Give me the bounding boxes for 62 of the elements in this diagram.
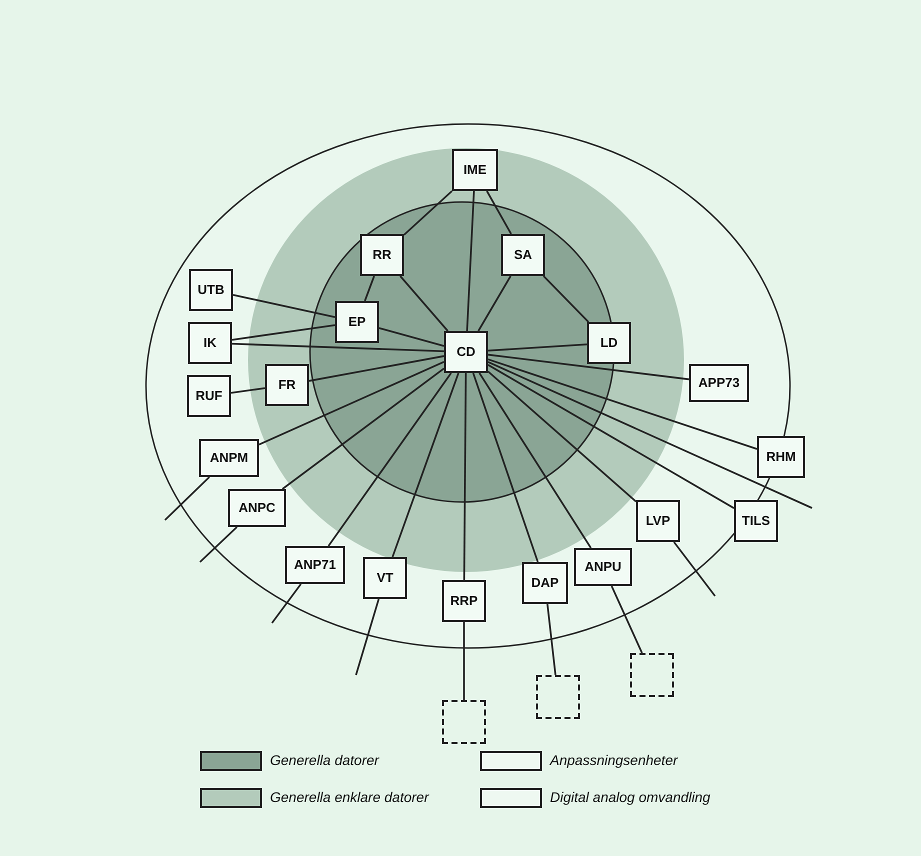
connector-line — [488, 354, 690, 380]
legend-text: Anpassningsenheter — [550, 751, 678, 770]
legend-text: Generella datorer — [270, 751, 379, 770]
unit-box: FR — [265, 364, 309, 406]
unit-box: LVP — [636, 500, 680, 542]
connector-line — [478, 276, 512, 332]
connector-line — [328, 372, 452, 547]
dashed-box — [442, 700, 486, 744]
unit-box: ANPU — [574, 548, 632, 586]
connector-line — [232, 342, 444, 352]
unit-box: ANPM — [199, 439, 259, 477]
connector-line — [230, 387, 266, 394]
connector-line — [232, 294, 336, 318]
connector-line — [542, 275, 590, 323]
unit-box: IME — [452, 149, 498, 191]
unit-box: CD — [444, 331, 488, 373]
connector-line — [486, 190, 512, 234]
connector-line — [488, 361, 812, 509]
unit-box: DAP — [522, 562, 568, 604]
unit-box: RHM — [757, 436, 805, 478]
connector-line — [403, 190, 453, 236]
connector-line — [258, 361, 444, 446]
connector-line — [378, 327, 444, 347]
unit-box: RR — [360, 234, 404, 276]
connector-line — [355, 598, 380, 676]
unit-box: IK — [188, 322, 232, 364]
connector-line — [488, 358, 758, 450]
connector-line — [232, 324, 336, 341]
connector-line — [392, 372, 460, 558]
connector-line — [488, 364, 734, 509]
connector-line — [364, 276, 375, 302]
dashed-box — [536, 675, 580, 719]
dashed-box — [630, 653, 674, 697]
legend-text: Generella enklare datorer — [270, 788, 429, 807]
unit-box: EP — [335, 301, 379, 343]
connector-line — [199, 526, 238, 563]
unit-box: SA — [501, 234, 545, 276]
connector-line — [488, 343, 588, 352]
unit-box: VT — [363, 557, 407, 599]
connector-line — [271, 583, 302, 624]
connector-line — [308, 355, 444, 382]
legend-text: Digital analog omvandling — [550, 788, 710, 807]
unit-box: TILS — [734, 500, 778, 542]
connector-line — [478, 372, 592, 548]
unit-box: RUF — [187, 375, 231, 417]
connector-line — [466, 190, 475, 332]
connector-line — [400, 275, 448, 332]
unit-box: UTB — [189, 269, 233, 311]
unit-box: LD — [587, 322, 631, 364]
connector-line — [164, 476, 210, 521]
connector-line — [610, 586, 643, 654]
connector-line — [472, 372, 539, 562]
connector-line — [546, 604, 556, 676]
connector-line — [673, 541, 716, 597]
connector-line — [282, 368, 445, 490]
unit-box: APP73 — [689, 364, 749, 402]
unit-box: ANP71 — [285, 546, 345, 584]
connector-line — [463, 622, 465, 700]
connector-line — [463, 373, 467, 580]
unit-box: ANPC — [228, 489, 286, 527]
unit-box: RRP — [442, 580, 486, 622]
connector-line — [487, 370, 637, 502]
